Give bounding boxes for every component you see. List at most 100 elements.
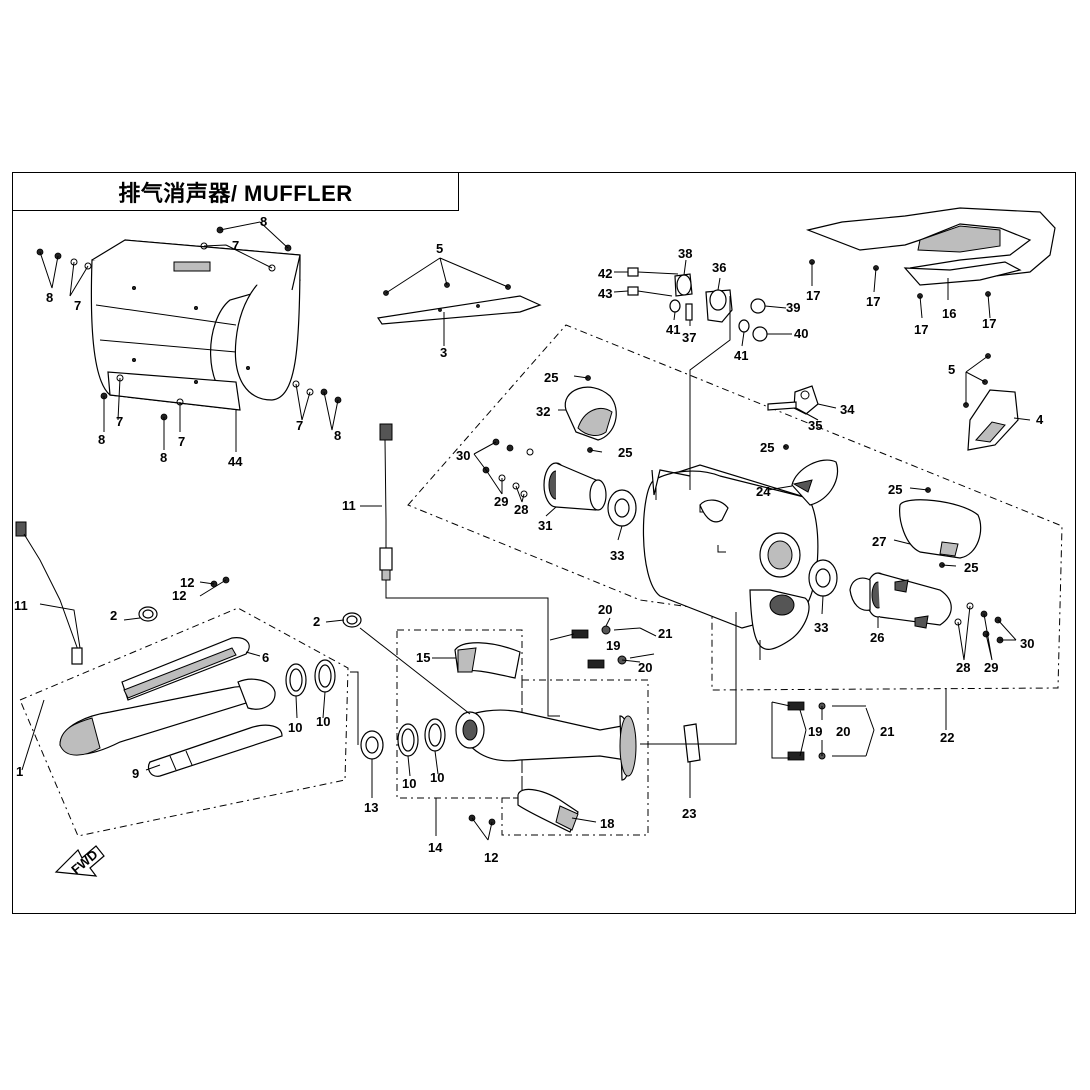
gasket-part-2-right	[342, 612, 362, 628]
callout-15: 15	[416, 650, 430, 665]
callout-9: 9	[132, 766, 139, 781]
callout-17-c: 17	[914, 322, 928, 337]
callout-3: 3	[440, 345, 447, 360]
callout-7-a: 7	[74, 298, 81, 313]
clamp-part-10-a	[285, 663, 307, 697]
callout-25-d: 25	[888, 482, 902, 497]
callout-8-e: 8	[334, 428, 341, 443]
callout-29-left: 29	[494, 494, 508, 509]
gasket-part-33-right	[808, 559, 838, 597]
callout-10-d: 10	[430, 770, 444, 785]
callout-20-c: 20	[836, 724, 850, 739]
spacer-part-41-left	[669, 299, 681, 313]
bracket-part-4	[967, 389, 1019, 451]
callout-31: 31	[538, 518, 552, 533]
callout-44: 44	[228, 454, 243, 469]
clamp-shield-part-32	[564, 386, 617, 441]
callout-19-lower: 19	[808, 724, 822, 739]
callout-13: 13	[364, 800, 378, 815]
heat-shield-part-27	[899, 499, 982, 559]
callout-19-top: 19	[606, 638, 620, 653]
callout-labels: 1 2 2 3 4 5 5 6 7 7 7 7 7 8 8 8 8 8 9 10…	[14, 214, 1044, 865]
sleeve-part-37	[685, 303, 693, 321]
nut-part-39	[750, 298, 766, 314]
callout-38: 38	[678, 246, 692, 261]
callout-41-right: 41	[734, 348, 748, 363]
callout-22: 22	[940, 730, 954, 745]
diagram-frame	[12, 172, 1076, 914]
callout-25-e: 25	[964, 560, 978, 575]
pipe-part-9	[147, 724, 283, 777]
callout-10-a: 10	[288, 720, 302, 735]
callout-26: 26	[870, 630, 884, 645]
callout-7-d: 7	[178, 434, 185, 449]
bracket-part-36	[705, 289, 733, 323]
callout-35: 35	[808, 418, 822, 433]
callout-33-left: 33	[610, 548, 624, 563]
callout-12-b: 12	[172, 588, 186, 603]
heat-shield-part-18	[517, 788, 579, 833]
forward-direction-arrow: FWD	[54, 845, 105, 877]
callout-42: 42	[598, 266, 612, 281]
callout-4: 4	[1036, 412, 1044, 427]
callout-17-b: 17	[866, 294, 880, 309]
callout-32: 32	[536, 404, 550, 419]
callout-41-left: 41	[666, 322, 680, 337]
oxygen-sensor-part-11-left	[15, 521, 83, 665]
bolt-part-42	[627, 267, 679, 277]
callout-25-b: 25	[618, 445, 632, 460]
callout-25-c: 25	[760, 440, 774, 455]
callout-5-top: 5	[436, 241, 443, 256]
callout-5-right: 5	[948, 362, 955, 377]
callout-21-b: 21	[880, 724, 894, 739]
callout-36: 36	[712, 260, 726, 275]
callout-10-c: 10	[402, 776, 416, 791]
heat-shield-part-44	[90, 239, 301, 411]
gasket-part-2-left	[138, 606, 158, 622]
spacer-part-41-right	[738, 319, 750, 333]
heat-shield-part-6	[121, 637, 250, 701]
guard-part-24	[791, 459, 839, 506]
clamp-part-10-d	[424, 718, 446, 752]
callout-8-c: 8	[98, 432, 105, 447]
callout-29-right: 29	[984, 660, 998, 675]
callout-20-b: 20	[638, 660, 652, 675]
callout-27: 27	[872, 534, 886, 549]
callout-8-d: 8	[160, 450, 167, 465]
callout-39: 39	[786, 300, 800, 315]
front-pipe-part-1	[59, 678, 276, 756]
spring-part-19-mid	[587, 653, 655, 669]
group-outline-22	[407, 324, 1063, 691]
title-box: 排气消声器/ MUFFLER	[12, 172, 459, 211]
callout-12-c: 12	[484, 850, 498, 865]
callout-18: 18	[600, 816, 614, 831]
muffler-body-part-22	[642, 464, 819, 650]
page-title: 排气消声器/ MUFFLER	[118, 180, 353, 206]
group-outline-1	[19, 607, 349, 837]
bolt-part-43	[627, 286, 673, 297]
callout-28-right: 28	[956, 660, 970, 675]
callout-20-a: 20	[598, 602, 612, 617]
bushing-part-38	[674, 273, 693, 297]
callout-11-right: 11	[342, 498, 356, 513]
callout-12-a: 12	[180, 575, 194, 590]
callout-34: 34	[840, 402, 855, 417]
callout-7-b: 7	[232, 238, 239, 253]
callout-23: 23	[682, 806, 696, 821]
clamp-part-10-b	[314, 659, 336, 693]
group-outline-18	[501, 679, 649, 836]
nut-part-40	[752, 326, 768, 342]
inlet-pipe-part-31	[543, 462, 607, 511]
callout-24: 24	[756, 484, 771, 499]
callout-43: 43	[598, 286, 612, 301]
callout-11-left: 11	[14, 598, 28, 613]
callout-17-d: 17	[982, 316, 996, 331]
clamp-part-10-c	[397, 723, 419, 757]
leader-lines	[21, 221, 1031, 841]
callout-17-a: 17	[806, 288, 820, 303]
callout-1: 1	[16, 764, 23, 779]
callout-6: 6	[262, 650, 269, 665]
spring-part-19-top	[571, 625, 641, 639]
bracket-part-34	[767, 385, 819, 415]
